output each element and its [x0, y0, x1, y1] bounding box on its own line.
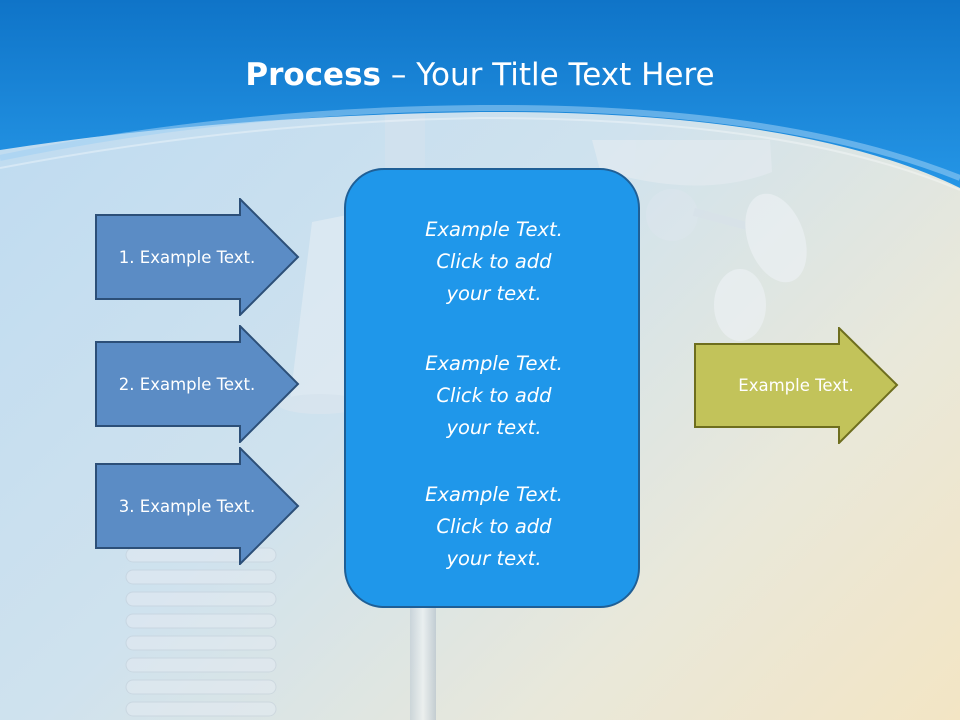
- process-text-line: your text.: [446, 416, 542, 439]
- process-text-line: Click to add: [436, 384, 552, 407]
- process-text-line: Example Text.: [425, 218, 563, 241]
- process-text-line: your text.: [446, 547, 542, 570]
- process-text-block-2: Example Text. Click to add your text.: [346, 348, 642, 444]
- process-text-line: Example Text.: [425, 483, 563, 506]
- title-rest: – Your Title Text Here: [381, 57, 715, 93]
- process-text-line: Click to add: [436, 250, 552, 273]
- input-arrow-3[interactable]: 3. Example Text.: [95, 447, 300, 565]
- output-arrow-label: Example Text.: [738, 376, 854, 395]
- output-arrow[interactable]: Example Text.: [694, 327, 899, 444]
- page-title: Process – Your Title Text Here: [0, 50, 960, 100]
- input-arrow-label: 2. Example Text.: [118, 374, 256, 394]
- process-text-block-1: Example Text. Click to add your text.: [346, 214, 642, 310]
- input-arrow-1[interactable]: 1. Example Text.: [95, 198, 300, 316]
- process-text-line: your text.: [446, 282, 542, 305]
- input-arrow-label: 1. Example Text.: [118, 247, 256, 267]
- input-arrow-label: 3. Example Text.: [118, 496, 256, 516]
- right-arrow-icon: [694, 327, 899, 444]
- title-bold: Process: [245, 57, 381, 93]
- right-arrow-icon: [95, 447, 300, 565]
- input-arrow-2[interactable]: 2. Example Text.: [95, 325, 300, 443]
- process-text-line: Click to add: [436, 515, 552, 538]
- header-band: [0, 0, 960, 188]
- right-arrow-icon: [95, 325, 300, 443]
- process-box[interactable]: Example Text. Click to add your text. Ex…: [344, 168, 640, 608]
- process-text-block-3: Example Text. Click to add your text.: [346, 479, 642, 575]
- process-text-line: Example Text.: [425, 352, 563, 375]
- right-arrow-icon: [95, 198, 300, 316]
- weather-station-illustration: [125, 110, 807, 720]
